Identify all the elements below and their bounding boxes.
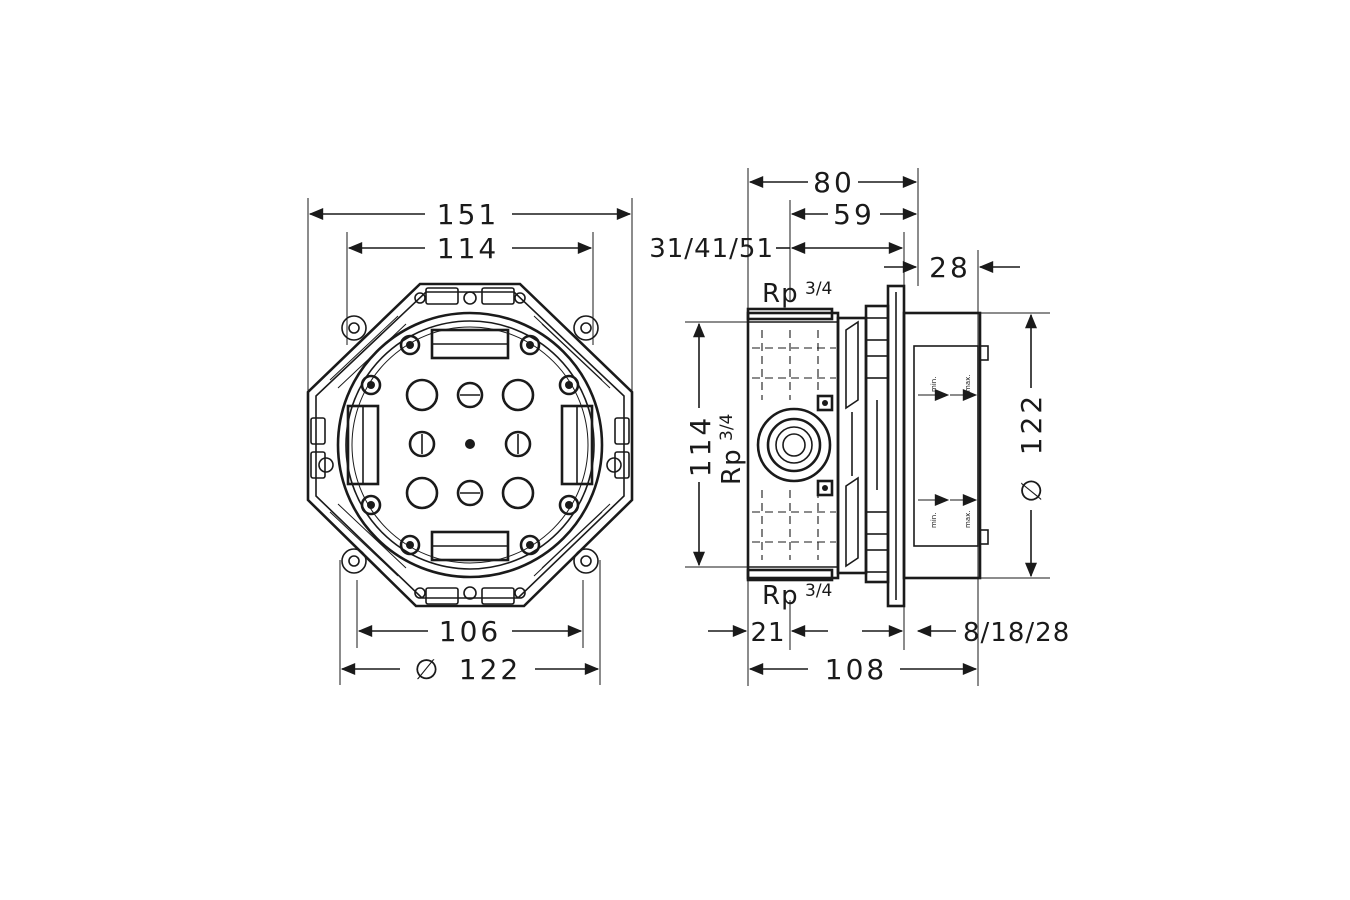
dimension-151: 151: [308, 198, 632, 231]
dimension-8-18-28: 8/18/28: [862, 618, 1070, 648]
thread-mid: Rp: [717, 448, 747, 485]
min-label-2: min.: [930, 513, 938, 528]
dim-cover-depth: 28: [929, 251, 971, 284]
dim-inner-width: 114: [437, 232, 499, 265]
dim-bottom-width: 106: [439, 615, 501, 648]
diameter-symbol: ∅: [414, 653, 441, 686]
dimension-114-side: 114: [684, 322, 717, 567]
max-label-2: max.: [964, 511, 972, 528]
thread-label-bottom: Rp 3/4: [762, 581, 832, 611]
dimension-114-front: 114: [347, 232, 593, 265]
side-body: min. max. min. max.: [746, 284, 989, 608]
dim-depth-range: 31/41/51: [649, 234, 774, 264]
dim-diameter: 122: [459, 653, 521, 686]
min-label-1: min.: [930, 377, 938, 392]
dim-plaster-range: 8/18/28: [963, 618, 1070, 648]
thread-bottom: Rp: [762, 581, 799, 611]
thread-mid-fraction: 3/4: [717, 414, 737, 441]
dimension-108: 108: [748, 653, 978, 686]
knockout-pattern: [405, 378, 535, 510]
dimension-diameter-122-front: ∅ 122: [340, 653, 600, 686]
thread-top: Rp: [762, 279, 799, 309]
dimension-21: 21: [708, 618, 828, 648]
dimension-31-41-51: 31/41/51: [649, 234, 904, 264]
screw-bosses: [360, 334, 580, 556]
thread-label-mid: Rp 3/4: [717, 414, 747, 485]
dimension-28: 28: [884, 251, 1020, 284]
max-label-1: max.: [964, 375, 972, 392]
dimension-59: 59: [790, 198, 918, 231]
dim-side-diameter: 122: [1015, 393, 1048, 455]
dim-depth-total: 80: [813, 166, 855, 199]
thread-label-top: Rp 3/4: [762, 279, 832, 309]
dimension-80: 80: [748, 166, 918, 199]
thread-top-fraction: 3/4: [805, 279, 832, 299]
dim-depth-inner: 59: [833, 198, 875, 231]
front-view: 151 114 106 ∅ 122: [306, 198, 634, 686]
dim-bottom-offset: 21: [750, 618, 785, 648]
diameter-symbol-side: ∅: [1015, 475, 1048, 502]
dim-overall-width: 151: [437, 198, 499, 231]
dimension-diameter-122-side: 122 ∅: [1015, 313, 1048, 578]
thread-bottom-fraction: 3/4: [805, 581, 832, 601]
housing-body: [306, 282, 634, 608]
dimension-106: 106: [357, 615, 583, 648]
side-view: 80 59 31/41/51 28 Rp 3/4 Rp 3/4: [649, 166, 1070, 686]
dim-overall-depth: 108: [825, 653, 887, 686]
dim-height: 114: [684, 415, 717, 477]
front-extension-lines: [307, 198, 633, 685]
